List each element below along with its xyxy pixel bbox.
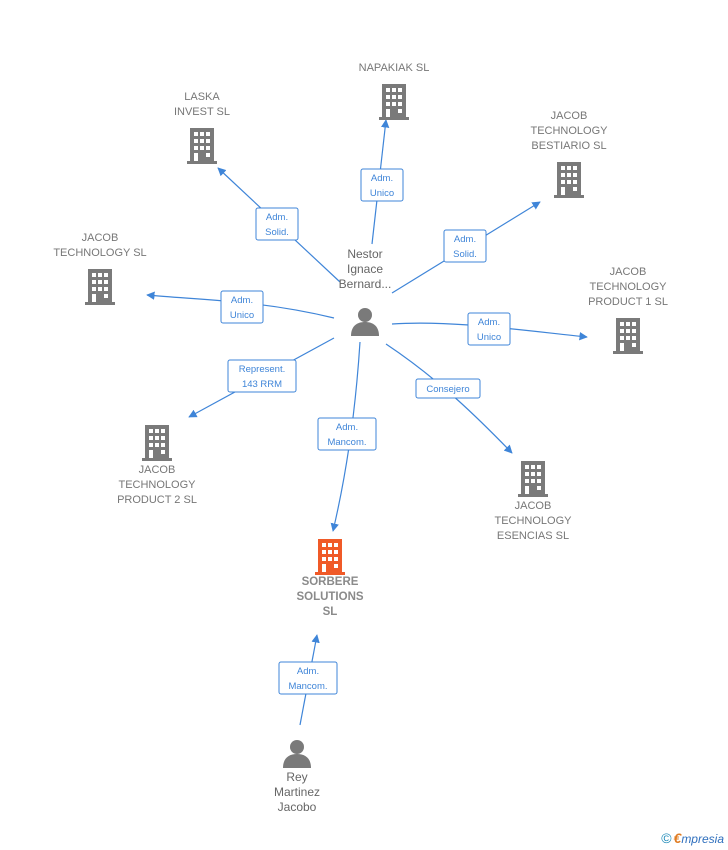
company-label: JACOB bbox=[515, 500, 552, 512]
company-label: NAPAKIAK SL bbox=[359, 62, 430, 74]
company-node-bestiario[interactable]: JACOB TECHNOLOGY BESTIARIO SL bbox=[530, 110, 608, 198]
company-label: TECHNOLOGY bbox=[118, 479, 196, 491]
person-label: Martinez bbox=[274, 785, 320, 799]
company-label: BESTIARIO SL bbox=[531, 140, 606, 152]
company-label: JACOB bbox=[610, 266, 647, 278]
building-icon bbox=[315, 539, 345, 575]
company-label: PRODUCT 1 SL bbox=[588, 296, 668, 308]
edge-bestiario[interactable]: Adm. Solid. bbox=[391, 201, 541, 294]
person-label: Bernard... bbox=[339, 277, 392, 291]
edge-label-text: Solid. bbox=[453, 249, 477, 260]
person-node-nestor[interactable]: NestorIgnaceBernard... bbox=[339, 247, 392, 336]
company-label: TECHNOLOGY bbox=[530, 125, 608, 137]
edge-label-text: Adm. bbox=[478, 317, 500, 328]
footer-brand: ©€mpresia bbox=[661, 830, 724, 846]
edge-label-text: Solid. bbox=[265, 227, 289, 238]
edge-label-text: Consejero bbox=[426, 384, 469, 395]
company-label: SOLUTIONS bbox=[296, 591, 363, 603]
edge-label-box bbox=[415, 378, 481, 399]
edge-label-text: Unico bbox=[370, 188, 394, 199]
company-node-napakiak[interactable]: NAPAKIAK SL bbox=[359, 62, 430, 120]
edge-label-text: Unico bbox=[477, 332, 501, 343]
edge-label-box bbox=[467, 312, 511, 346]
building-icon bbox=[187, 128, 217, 164]
company-node-esencias[interactable]: JACOB TECHNOLOGY ESENCIAS SL bbox=[494, 461, 572, 542]
company-label: PRODUCT 2 SL bbox=[117, 494, 197, 506]
brand-logo-letter: € bbox=[673, 830, 682, 846]
building-icon bbox=[613, 318, 643, 354]
edge-label-box bbox=[443, 229, 487, 263]
copyright-icon: © bbox=[661, 830, 672, 846]
person-label: Ignace bbox=[347, 262, 383, 276]
edge-label-box bbox=[317, 417, 377, 451]
edge-label-text: Mancom. bbox=[327, 437, 366, 448]
company-node-laska[interactable]: LASKA INVEST SL bbox=[174, 91, 230, 164]
brand-name: mpresia bbox=[681, 832, 724, 846]
edge-sorbere[interactable]: Adm. Mancom. bbox=[317, 341, 377, 532]
edge-jtsl[interactable]: Adm. Unico bbox=[146, 290, 335, 324]
edge-product2[interactable]: Represent. 143 RRM bbox=[188, 337, 335, 418]
edge-label-box bbox=[227, 359, 297, 393]
building-icon bbox=[142, 425, 172, 461]
edge-esencias[interactable]: Consejero bbox=[385, 343, 513, 454]
company-label: TECHNOLOGY bbox=[494, 515, 572, 527]
edge-label-box bbox=[360, 168, 404, 202]
company-label: TECHNOLOGY bbox=[589, 281, 667, 293]
person-label: Nestor bbox=[347, 247, 382, 261]
edge-label-text: Adm. bbox=[336, 422, 358, 433]
company-label: TECHNOLOGY SL bbox=[53, 247, 146, 259]
edge-label-text: Adm. bbox=[454, 234, 476, 245]
building-icon bbox=[554, 162, 584, 198]
edge-label-text: Adm. bbox=[231, 295, 253, 306]
edge-label-box bbox=[255, 207, 299, 241]
company-label: SL bbox=[323, 606, 338, 618]
company-label: ESENCIAS SL bbox=[497, 530, 569, 542]
company-node-product2[interactable]: JACOB TECHNOLOGY PRODUCT 2 SL bbox=[117, 425, 197, 506]
building-icon bbox=[518, 461, 548, 497]
company-label: INVEST SL bbox=[174, 106, 230, 118]
person-icon bbox=[283, 740, 311, 768]
building-icon bbox=[379, 84, 409, 120]
edge-product1[interactable]: Adm. Unico bbox=[391, 312, 588, 346]
edge-label-text: 143 RRM bbox=[242, 379, 282, 390]
company-node-jtsl[interactable]: JACOB TECHNOLOGY SL bbox=[53, 232, 147, 305]
edge-label-box bbox=[278, 661, 338, 695]
edge-line bbox=[385, 343, 513, 454]
edge-label-text: Unico bbox=[230, 310, 254, 321]
company-node-sorbere[interactable]: SORBERE SOLUTIONS SL bbox=[296, 539, 364, 618]
company-label: JACOB bbox=[139, 464, 176, 476]
person-label: Jacobo bbox=[278, 800, 317, 814]
company-label: JACOB bbox=[551, 110, 588, 122]
edge-label-text: Adm. bbox=[371, 173, 393, 184]
company-label: SORBERE bbox=[302, 576, 359, 588]
edge-napakiak[interactable]: Adm. Unico bbox=[360, 119, 404, 245]
building-icon bbox=[85, 269, 115, 305]
edge-rey[interactable]: Adm. Mancom. bbox=[278, 634, 338, 726]
company-node-product1[interactable]: JACOB TECHNOLOGY PRODUCT 1 SL bbox=[588, 266, 668, 354]
company-label: JACOB bbox=[82, 232, 119, 244]
person-label: Rey bbox=[286, 770, 307, 784]
edge-laska[interactable]: Adm. Solid. bbox=[217, 167, 341, 283]
edge-label-box bbox=[220, 290, 264, 324]
nodes-layer: NAPAKIAK SL LASKA INVEST SL JACOB TECHNOLOGY… bbox=[53, 62, 668, 814]
edges-layer: Adm.UnicoAdm.Solid.Adm.Solid.Adm.UnicoAd… bbox=[146, 119, 588, 726]
edge-label-text: Adm. bbox=[297, 666, 319, 677]
edge-label-text: Adm. bbox=[266, 212, 288, 223]
company-label: LASKA bbox=[184, 91, 220, 103]
person-icon bbox=[351, 308, 379, 336]
edge-label-text: Mancom. bbox=[288, 681, 327, 692]
edge-label-text: Represent. bbox=[239, 364, 285, 375]
